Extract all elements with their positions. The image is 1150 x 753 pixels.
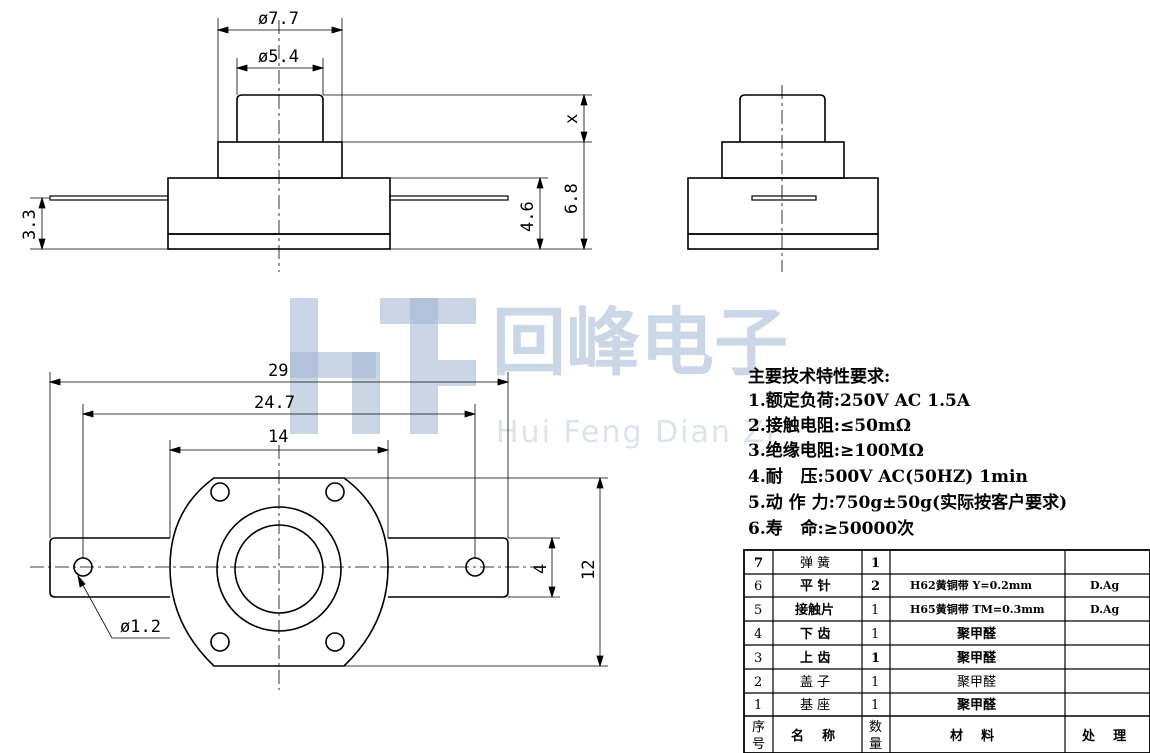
spec-item: 4.耐 压:500V AC(50HZ) 1min [748, 466, 1028, 487]
bom-qty: 2 [871, 579, 880, 594]
front-view [49, 20, 509, 272]
bom-qty: 1 [871, 556, 880, 571]
bom-finish: D.Ag [1090, 579, 1120, 592]
spec-item: 3.绝缘电阻:≥100MΩ [748, 440, 924, 461]
spec-item: 1.额定负荷:250V AC 1.5A [748, 390, 971, 411]
spec-item: 5.动 作 力:750g±50g(实际按客户要求) [748, 492, 1067, 513]
bom-row: 5 接触片 1 H65黄铜带 TM=0.3mm D.Ag [754, 602, 1120, 618]
dim-total-height: 6.8 [562, 183, 582, 214]
bom-row: 3 上 齿 1 聚甲醛 [754, 650, 997, 666]
bom-qty: 1 [871, 698, 879, 713]
bom-name: 接触片 [795, 602, 834, 618]
plan-view-dimension-labels: 29 24.7 14 12 4 ø1.2 [120, 361, 599, 637]
bom-name: 平 针 [800, 578, 831, 594]
bom-header-no-top: 序 [752, 720, 765, 735]
dim-overall-length: 29 [268, 361, 288, 381]
bom-table: 7 弹 簧 1 6 平 针 2 H62黄铜带 Y=0.2mm D.Ag 5 接触… [743, 549, 1150, 753]
spec-list: 主要技术特性要求: 1.额定负荷:250V AC 1.5A 2.接触电阻:≤50… [748, 366, 1067, 539]
dim-hole-dia: ø1.2 [120, 617, 161, 637]
bom-material: 聚甲醛 [956, 626, 997, 642]
bom-name: 盖 子 [800, 675, 830, 690]
bom-header-no-bottom: 号 [752, 737, 765, 752]
bom-no: 4 [754, 627, 762, 642]
plan-view [30, 445, 540, 690]
bom-header-name: 名 称 [791, 728, 835, 744]
dim-tab-width: 4 [531, 564, 551, 574]
bom-material: H65黄铜带 TM=0.3mm [910, 602, 1045, 616]
bom-material: 聚甲醛 [957, 674, 996, 690]
bom-qty: 1 [871, 675, 879, 690]
bom-header-qty-bottom: 量 [869, 737, 882, 752]
bom-header-qty-top: 数 [869, 720, 882, 735]
dim-inner-dia: ø5.4 [258, 47, 299, 67]
bom-no: 6 [754, 579, 762, 594]
dim-stroke: x [562, 114, 582, 124]
dim-pin-pitch: 24.7 [254, 393, 295, 413]
spec-item: 6.寿 命:≥50000次 [748, 518, 914, 539]
bom-row: 7 弹 簧 1 [754, 555, 880, 571]
bom-qty: 1 [871, 603, 879, 618]
bom-name: 下 齿 [800, 626, 831, 642]
dim-body-height: 4.6 [518, 201, 538, 232]
front-view-dimension-labels: ø7.7 ø5.4 x 6.8 4.6 3.3 [20, 9, 582, 240]
spec-item: 2.接触电阻:≤50mΩ [748, 415, 911, 436]
side-view [687, 85, 879, 272]
bom-finish: D.Ag [1090, 603, 1120, 616]
bom-header-finish: 处 理 [1081, 728, 1126, 744]
watermark: 回峰电子 Hui Feng Dian Zi [290, 298, 788, 450]
bom-material: 聚甲醛 [956, 650, 997, 666]
spec-title: 主要技术特性要求: [748, 366, 890, 387]
watermark-company-name: 回峰电子 [492, 300, 788, 386]
dim-body-depth: 12 [579, 560, 599, 580]
bom-name: 上 齿 [800, 650, 831, 666]
bom-material: H62黄铜带 Y=0.2mm [910, 578, 1032, 592]
bom-no: 7 [754, 556, 763, 571]
bom-row: 1 基 座 1 聚甲醛 [754, 697, 997, 713]
bom-no: 5 [754, 603, 762, 618]
bom-row: 4 下 齿 1 聚甲醛 [754, 626, 997, 642]
dim-outer-dia: ø7.7 [258, 9, 299, 29]
company-logo [290, 298, 476, 434]
bom-no: 1 [754, 698, 762, 713]
dim-body-width: 14 [268, 427, 288, 447]
bom-name: 弹 簧 [800, 555, 830, 571]
bom-name: 基 座 [800, 698, 830, 713]
dim-pin-height: 3.3 [20, 209, 40, 240]
bom-no: 2 [754, 675, 762, 690]
bom-header: 序 号 名 称 数 量 材 料 处 理 [752, 720, 1126, 752]
watermark-pinyin: Hui Feng Dian Zi [496, 415, 776, 450]
bom-row: 2 盖 子 1 聚甲醛 [754, 674, 996, 690]
front-view-dimensions [30, 18, 592, 251]
bom-row: 6 平 针 2 H62黄铜带 Y=0.2mm D.Ag [754, 578, 1120, 594]
bom-header-material: 材 料 [950, 728, 994, 744]
plan-view-dimensions [48, 372, 608, 668]
bom-qty: 1 [871, 651, 880, 666]
bom-qty: 1 [871, 627, 879, 642]
bom-no: 3 [754, 651, 762, 666]
bom-material: 聚甲醛 [956, 697, 997, 713]
